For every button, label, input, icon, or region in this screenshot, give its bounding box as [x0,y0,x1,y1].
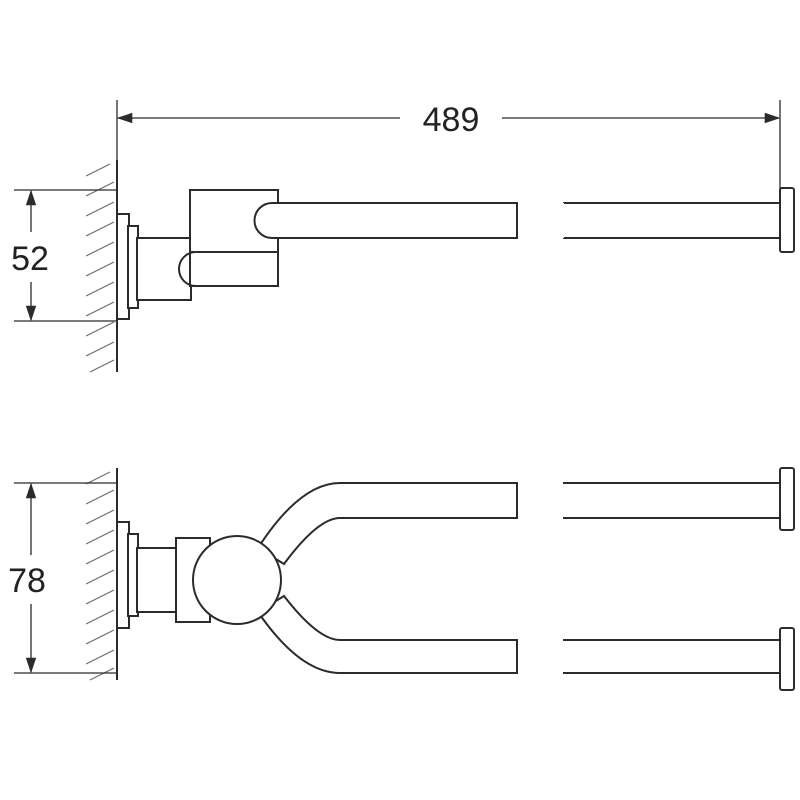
bottom-upper-rod-far-segment [563,482,781,519]
bottom-height-dimension: 78 [8,482,117,674]
bottom-height-dimension-label: 78 [8,562,46,600]
top-height-dimension: 52 [11,189,117,322]
top-view: 52 [11,160,795,373]
bottom-wall-hatching [85,471,115,681]
top-rod-near-segment [253,202,518,239]
bottom-lower-rod-end-cap [779,627,795,691]
top-rod-far-segment [563,202,781,239]
bottom-upper-arm [256,482,518,566]
top-wall [85,160,118,373]
bottom-upper-rod-end-cap [779,467,795,531]
bottom-lower-rod-far-segment [563,639,781,674]
bottom-wall [85,468,118,681]
bottom-view: 78 [8,467,795,691]
top-rod-end-cap [779,187,795,253]
top-height-dimension-label: 52 [11,240,49,278]
bottom-pivot-ball [192,535,282,625]
top-wall-hatching [85,163,115,373]
length-dimension-label: 489 [423,101,480,139]
bottom-lower-arm [256,594,518,674]
top-holder-lower-curve [178,251,197,287]
length-dimension: 489 [116,100,781,190]
